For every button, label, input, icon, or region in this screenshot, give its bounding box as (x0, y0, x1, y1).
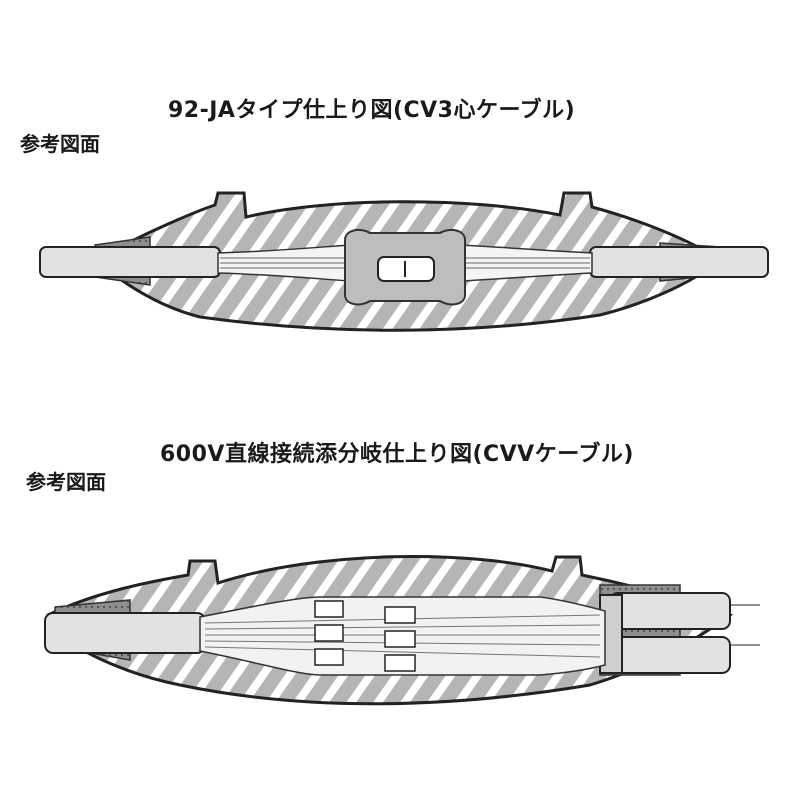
figure2-title: 600V直線接続添分岐仕上り図(CVVケーブル) (160, 442, 634, 467)
crimp-sleeve (384, 606, 416, 624)
right-cable-lower (609, 636, 731, 674)
left-cable (39, 246, 221, 278)
crimp-sleeve (384, 630, 416, 648)
figure1-joint-diagram (39, 191, 769, 332)
crimp-sleeve (314, 648, 344, 666)
figure2-joint-diagram (44, 555, 760, 706)
figure1-reference-label: 参考図面 (20, 132, 100, 156)
figure1-title: 92-JAタイプ仕上り図(CV3心ケーブル) (168, 98, 576, 123)
right-cable-upper (609, 592, 731, 630)
crimp-sleeve (384, 654, 416, 672)
figure2-reference-label: 参考図面 (26, 470, 106, 494)
left-cable (44, 612, 206, 654)
right-cable (589, 246, 769, 278)
crimp-sleeve (314, 600, 344, 618)
crimp-sleeve (314, 624, 344, 642)
